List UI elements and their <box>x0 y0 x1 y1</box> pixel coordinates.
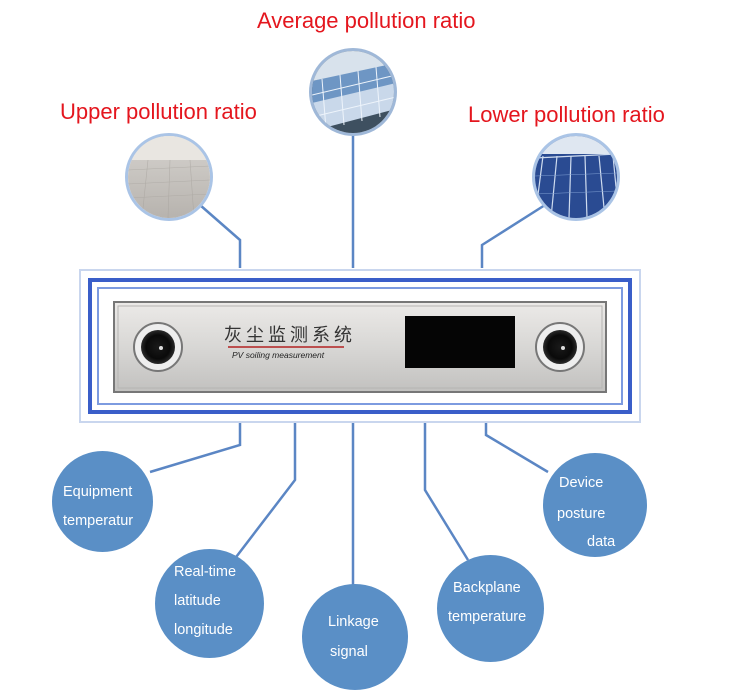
bubble-linkage-line-1: Linkage <box>328 614 379 630</box>
connector-backplane <box>423 423 470 561</box>
bubble-real-time-latitude-longitude: Real-time latitude longitude <box>155 549 264 658</box>
bubble-backplane-temperature: Backplane temperature <box>437 555 544 662</box>
bubble-equipment-line-2: temperatur <box>63 513 134 529</box>
bubble-posture-line-3: data <box>587 534 616 550</box>
bubble-equipment-line-1: Equipment <box>63 484 133 500</box>
bubble-latlon-line-3: longitude <box>174 622 233 638</box>
bubble-backplane-line-1: Backplane <box>453 580 521 596</box>
bubble-linkage-signal: Linkage signal <box>302 584 408 690</box>
connector-posture <box>484 423 549 474</box>
label-average-pollution-ratio: Average pollution ratio <box>257 8 476 33</box>
connector-upper <box>199 204 242 268</box>
photo-upper-panel <box>125 133 213 221</box>
connector-latlon <box>229 423 297 566</box>
bubble-linkage-line-2: signal <box>330 644 368 660</box>
photo-average-panel <box>309 48 397 136</box>
bubble-backplane-line-2: temperature <box>448 609 527 625</box>
connector-lower <box>480 203 546 268</box>
bubble-posture-line-1: Device <box>559 475 604 491</box>
bubble-equipment-temperature: Equipment temperatur <box>52 451 153 552</box>
bubble-device-posture-data: Device posture data <box>543 453 647 557</box>
bubble-posture-line-2: posture <box>557 506 606 522</box>
label-lower-pollution-ratio: Lower pollution ratio <box>468 102 665 127</box>
photo-lower-panel <box>532 133 620 221</box>
bubble-latlon-line-2: latitude <box>174 593 221 609</box>
device-title-english: PV soiling measurement <box>232 350 325 360</box>
device-title-chinese: 灰尘监测系统 <box>224 325 356 346</box>
connector-equipment <box>149 423 242 474</box>
bubble-latlon-line-1: Real-time <box>174 564 237 580</box>
label-upper-pollution-ratio: Upper pollution ratio <box>60 99 257 124</box>
soiling-sensor-device: 灰尘监测系统 PV soiling measurement <box>78 268 642 424</box>
